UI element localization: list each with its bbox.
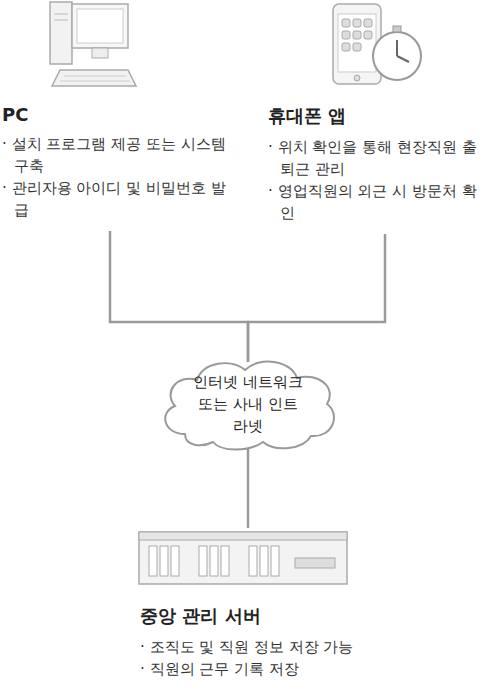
- component-group: PC · 설치 프로그램 제공 또는 시스템 구축· 관리자용 아이디 및 비밀번…: [2, 104, 232, 221]
- connector-line: [248, 234, 385, 362]
- connector-line: [247, 446, 250, 528]
- network-cloud: 인터넷 네트워크 또는 사내 인트라넷: [155, 356, 341, 452]
- node-heading: PC: [2, 104, 232, 125]
- bullet-item: · 관리자용 아이디 및 비밀번호 발급: [2, 177, 232, 221]
- bullet-item: · 설치 프로그램 제공 또는 시스템 구축: [2, 133, 232, 177]
- node-heading: 휴대폰 앱: [268, 104, 484, 128]
- bullet-item: · 영업직원의 외근 시 방문처 확인: [268, 180, 484, 224]
- node-heading: 중앙 관리 서버: [140, 604, 440, 628]
- component-group: 중앙 관리 서버 · 조직도 및 직원 정보 저장 가능· 직원의 근무 기록 저…: [140, 528, 440, 680]
- cloud-label: 인터넷 네트워크 또는 사내 인트라넷: [155, 371, 341, 437]
- pc-icon: [40, 0, 140, 92]
- server-icon: [135, 528, 355, 590]
- component-group: 휴대폰 앱 · 위치 확인을 통해 현장직원 출퇴근 관리· 영업직원의 외근 시…: [268, 104, 484, 224]
- bullet-item: · 위치 확인을 통해 현장직원 출퇴근 관리: [268, 136, 484, 180]
- bullet-item: · 조직도 및 직원 정보 저장 가능: [140, 636, 440, 658]
- bullet-item: · 직원의 근무 기록 저장: [140, 658, 440, 680]
- phone-icon: [325, 0, 435, 92]
- connector-line: [110, 231, 248, 362]
